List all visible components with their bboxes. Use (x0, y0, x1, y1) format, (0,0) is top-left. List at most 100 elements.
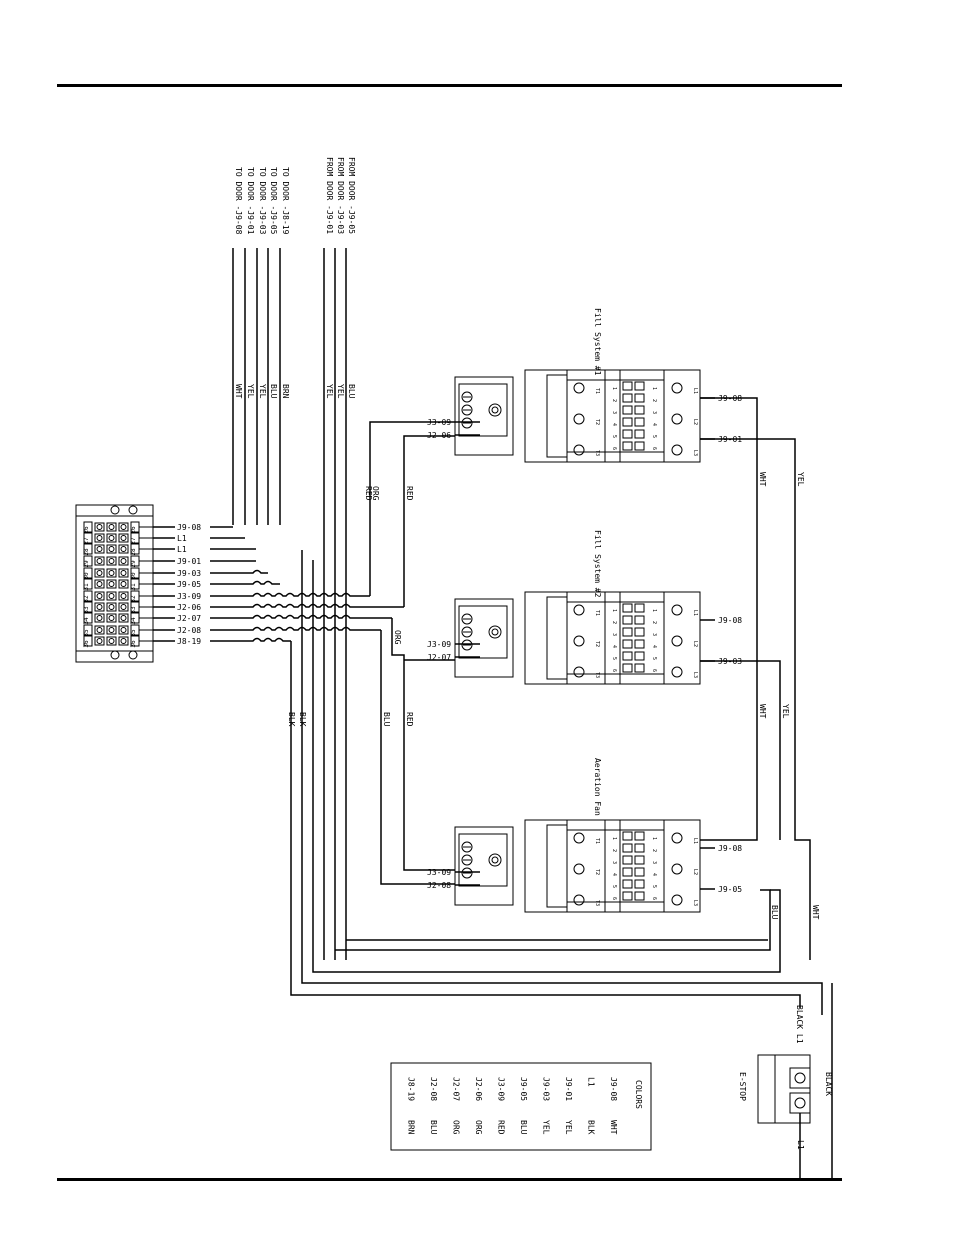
door-harness-label: FROM DOOR -J9-05 (347, 157, 356, 234)
terminal-number-cell (83, 567, 93, 579)
colors-table-signal: J3-09 (497, 1077, 506, 1101)
aux-contact (622, 651, 633, 661)
aux-contact (634, 891, 645, 901)
wire-color-label: ORG (371, 486, 380, 501)
contactor-title: Fill System #2 (593, 530, 602, 598)
terminal-screw (118, 579, 129, 589)
aux-pin-number: 1 (651, 837, 657, 840)
colors-table-header: COLORS (634, 1080, 643, 1109)
screw-icon (120, 604, 127, 610)
pole-screw-icon (671, 863, 683, 875)
terminal-screw (106, 568, 117, 578)
terminal-screw (118, 544, 129, 554)
aux-pin-number: 1 (651, 387, 657, 390)
terminal-number-left: 26 (83, 526, 90, 534)
contactor-title: Aeration Fan (593, 758, 602, 816)
line-terminal-label: J9-05 (718, 885, 742, 894)
contactor-coil-section (524, 369, 568, 463)
screw-icon (96, 535, 103, 541)
coil-connection-label: J3-09 (427, 418, 451, 427)
line-terminal-label: J9-08 (718, 394, 742, 403)
terminal-number-cell (83, 612, 93, 624)
screw-icon (120, 593, 127, 599)
line-terminal-label: J9-08 (718, 616, 742, 625)
aux-contact (634, 603, 645, 613)
aux-contact (622, 879, 633, 889)
aux-pin-number: 5 (651, 657, 657, 660)
aux-contact (622, 603, 633, 613)
supply-wire-blk (301, 550, 823, 1015)
aux-pin-number: 5 (611, 435, 617, 438)
aux-contact (634, 381, 645, 391)
signal-wire (210, 603, 404, 608)
aux-pin-number: 4 (651, 423, 657, 426)
pole-screw-icon (573, 413, 585, 425)
pole-label: T2 (594, 869, 600, 875)
aux-contact (622, 429, 633, 439)
aux-pin-number: 4 (651, 645, 657, 648)
screw-icon (461, 854, 473, 866)
terminal-number-cell (83, 543, 93, 555)
aux-contact (634, 663, 645, 673)
signal-wire (210, 569, 268, 574)
terminal-number-left: 35 (83, 629, 90, 637)
terminal-number-cell (83, 578, 93, 590)
colors-table-color: ORG (474, 1120, 483, 1135)
terminal-screw (118, 602, 129, 612)
screw-icon (108, 593, 115, 599)
aux-pin-number: 4 (651, 873, 657, 876)
wire-color-label: WHT (811, 905, 820, 920)
terminal-number-cell (83, 590, 93, 602)
wire-color-label: BLU (770, 905, 779, 920)
screw-icon (120, 638, 127, 644)
door-harness-label: FROM DOOR -J9-01 (325, 157, 334, 234)
screw-icon (96, 570, 103, 576)
door-harness-label: TO DOOR -J9-03 (258, 167, 267, 235)
terminal-number-right: 30 (130, 572, 137, 580)
aux-contact (622, 615, 633, 625)
pole-label: T1 (594, 610, 600, 616)
terminal-signal-label: J9-05 (177, 580, 201, 589)
aux-pin-number: 5 (611, 885, 617, 888)
terminal-number-left: 33 (83, 606, 90, 614)
screw-icon (120, 615, 127, 621)
screw-icon (96, 615, 103, 621)
coil-bus (700, 660, 781, 840)
screw-icon (96, 593, 103, 599)
terminal-signal-label: J8-19 (177, 637, 201, 646)
screw-icon (120, 570, 127, 576)
terminal-number-left: 29 (83, 560, 90, 568)
terminal-number-right: 34 (130, 617, 137, 625)
terminal-number-left: 31 (83, 583, 90, 591)
wire-color-label: RED (364, 486, 373, 501)
supply-wire-blk (290, 641, 801, 1008)
aux-pin-number: 5 (611, 657, 617, 660)
pole-screw-icon (573, 863, 585, 875)
terminal-number-right: 28 (130, 548, 137, 556)
header-rule (57, 84, 842, 87)
terminal-number-left: 27 (83, 537, 90, 545)
pole-screw-icon (671, 444, 683, 456)
terminal-signal-label: J9-08 (177, 523, 201, 532)
colors-table-signal: J8-19 (407, 1077, 416, 1101)
screw-icon (108, 524, 115, 530)
pole-label: T3 (594, 900, 600, 906)
screw-icon (108, 627, 115, 633)
pole-screw-icon (573, 604, 585, 616)
pole-screw-icon (671, 413, 683, 425)
return-wire (335, 889, 771, 951)
screw-icon (96, 558, 103, 564)
contactor-line-side (663, 591, 701, 685)
terminal-screw (94, 544, 105, 554)
aux-pin-number: 6 (611, 897, 617, 900)
coil-bus-wht (700, 397, 758, 841)
terminal-screw (106, 636, 117, 646)
aux-contact (634, 843, 645, 853)
door-harness-label: TO DOOR -J9-05 (269, 167, 278, 235)
terminal-screw (118, 568, 129, 578)
estop-label: L1 (796, 1140, 805, 1150)
pole-label: L1 (692, 388, 698, 394)
feed-wire-j2-07 (391, 618, 455, 871)
colors-table-signal: L1 (587, 1077, 596, 1087)
aux-pin-number: 1 (611, 837, 617, 840)
